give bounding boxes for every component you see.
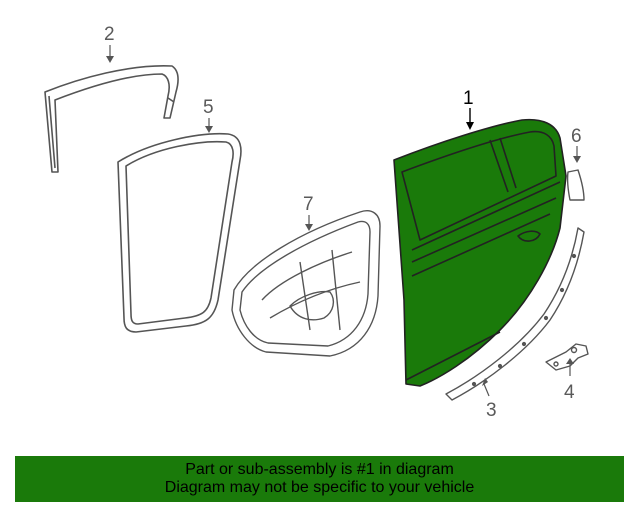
callout-3: 3 — [486, 400, 497, 421]
parts-diagram: 2 5 7 1 6 — [44, 24, 589, 421]
callout-4: 4 — [564, 382, 575, 403]
callout-2: 2 — [104, 24, 115, 45]
banner-line-1: Part or sub-assembly is #1 in diagram — [185, 461, 454, 478]
part-3-lower-seal[interactable] — [445, 227, 585, 401]
callout-7: 7 — [303, 194, 314, 215]
info-banner: Part or sub-assembly is #1 in diagram Di… — [15, 456, 624, 502]
part-7-inner-panel[interactable] — [231, 210, 381, 357]
banner-line-2: Diagram may not be specific to your vehi… — [164, 479, 475, 496]
part-1-door-shell[interactable] — [393, 118, 567, 387]
part-5-door-seal[interactable] — [117, 132, 242, 333]
part-2-weatherstrip[interactable] — [44, 65, 179, 173]
callout-5: 5 — [203, 97, 214, 118]
callout-1: 1 — [463, 88, 474, 109]
part-4-hinge-bracket[interactable] — [545, 343, 589, 371]
part-6-applique[interactable] — [566, 169, 585, 201]
callout-6: 6 — [571, 126, 582, 147]
